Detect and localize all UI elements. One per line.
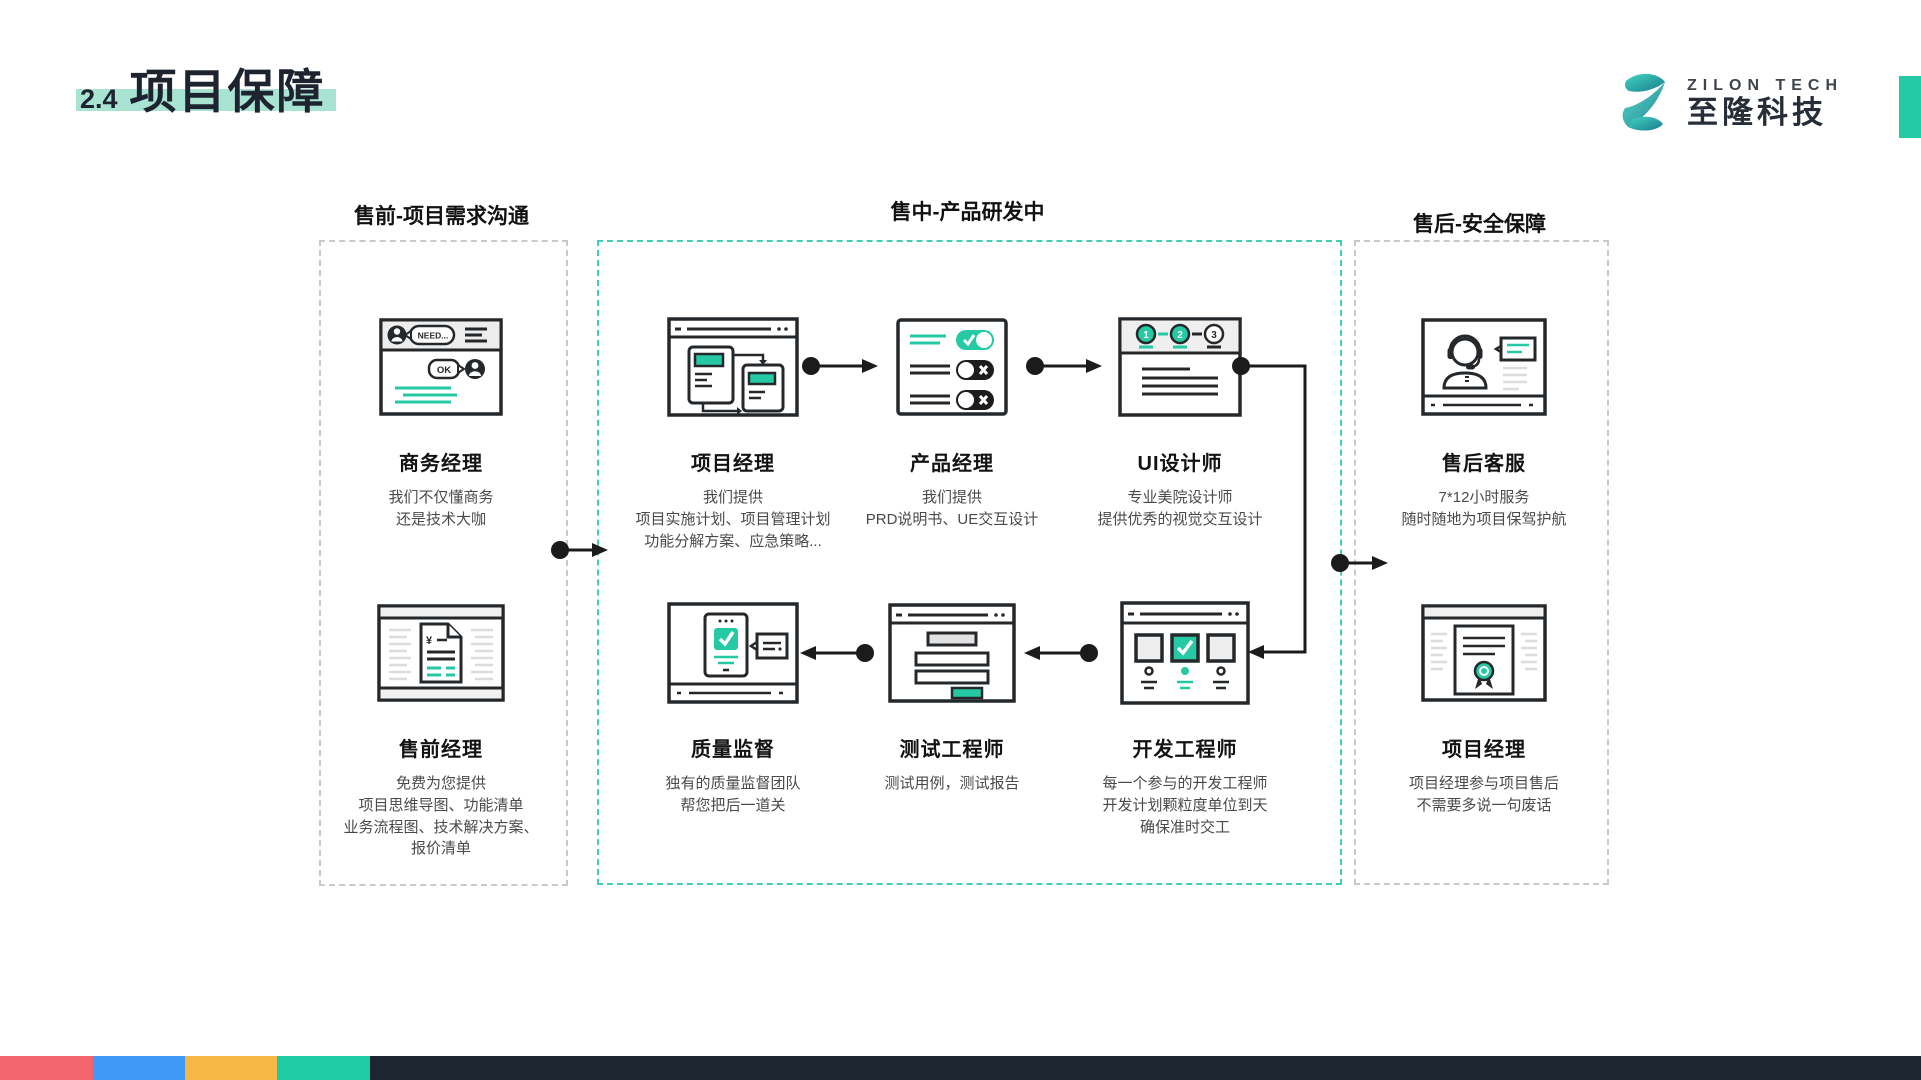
dev-checkbox-icon [1120,601,1250,705]
card-desc: 专业美院设计师 提供优秀的视觉交互设计 [1097,489,1263,528]
svg-text:1: 1 [1143,330,1149,341]
card-aftersale-pm: 项目经理 项目经理参与项目售后 不需要多说一句废话 [1374,603,1594,817]
card-title: 项目经理 [1442,739,1526,761]
card-desc: 我们提供 PRD说明书、UE交互设计 [865,489,1039,528]
card-presale-manager: ¥ 售前经理 免费为您提供 项目思维导图、功能清单 业务流程图、技术解决方案、 … [331,603,551,860]
card-ui-designer: 1 2 3 UI设计师 专业美院设计师 提供优秀的视觉交互设计 [1070,317,1290,531]
card-title: 质量监督 [691,739,775,761]
page-title: 项目保障 [129,65,326,118]
stripe-segment-red [0,1056,93,1080]
stripe-segment-dark [370,1056,1921,1080]
flow-arrow-right-1 [802,357,878,375]
toggle-switches-icon [896,318,1008,416]
presale-dashed-box [319,240,568,886]
flowchart-window-icon [667,317,799,417]
card-title: 产品经理 [910,453,994,475]
svg-text:3: 3 [1211,330,1217,341]
card-aftersale-support: 售后客服 7*12小时服务 随时随地为项目保驾护航 [1374,317,1594,531]
card-title: 售后客服 [1442,453,1526,475]
stripe-segment-blue [93,1056,185,1080]
card-dev-engineer: 开发工程师 每一个参与的开发工程师 开发计划颗粒度单位到天 确保准时交工 [1070,601,1300,838]
card-desc: 我们提供 项目实施计划、项目管理计划 功能分解方案、应急策略... [635,489,831,550]
invoice-document-icon: ¥ [377,604,505,702]
title-highlight-bar [76,89,336,111]
chat-need-ok-icon: NEED... OK [379,318,503,416]
card-business-manager: NEED... OK 商务经理 我们不仅懂商务 还是技术大咖 [331,317,551,531]
card-title: UI设计师 [1137,453,1223,475]
card-title: 测试工程师 [899,739,1005,761]
card-title: 开发工程师 [1132,739,1238,761]
card-desc: 测试用例，测试报告 [884,775,1020,792]
flow-arrow-right-2 [1026,357,1102,375]
form-window-icon [888,603,1016,703]
section-header-aftersale: 售后-安全保障 [1413,213,1546,236]
card-desc: 每一个参与的开发工程师 开发计划颗粒度单位到天 确保准时交工 [1102,775,1268,836]
svg-text:NEED...: NEED... [418,331,449,341]
card-quality-supervision: 质量监督 独有的质量监督团队 帮您把后一道关 [623,602,843,817]
card-test-engineer: 测试工程师 测试用例，测试报告 [842,603,1062,795]
logo-name-en: ZILON TECH [1687,76,1843,94]
footer-color-stripe [0,1056,1921,1080]
card-title: 售前经理 [399,739,483,761]
flow-arrow-left-2 [1024,644,1098,662]
logo-text-block: ZILON TECH 至隆科技 [1687,77,1843,131]
card-desc: 独有的质量监督团队 帮您把后一道关 [665,775,801,814]
headset-support-icon [1421,318,1547,416]
section-number: 2.4 [80,84,118,114]
edge-accent-tab [1899,76,1921,138]
company-logo: ZILON TECH 至隆科技 [1617,70,1843,138]
logo-name-zh: 至隆科技 [1687,95,1827,131]
card-desc: 我们不仅懂商务 还是技术大咖 [388,489,494,528]
steps-window-icon: 1 2 3 [1118,317,1242,417]
slide-title-block: 2.4 项目保障 [76,65,336,118]
certificate-icon [1421,604,1547,702]
phone-check-icon [667,602,799,704]
section-header-midsale: 售中-产品研发中 [890,201,1045,224]
flow-arrow-left-1 [800,644,874,662]
svg-text:¥: ¥ [426,635,433,647]
card-project-manager: 项目经理 我们提供 项目实施计划、项目管理计划 功能分解方案、应急策略... [623,317,843,552]
stripe-segment-orange [185,1056,277,1080]
card-title: 项目经理 [691,453,775,475]
card-desc: 免费为您提供 项目思维导图、功能清单 业务流程图、技术解决方案、 报价清单 [343,775,539,858]
section-arrow-mid-to-aftersale [1331,554,1388,572]
flow-connector-down-left [1232,357,1307,659]
svg-text:OK: OK [437,365,451,376]
stripe-segment-teal [277,1056,370,1080]
card-title: 商务经理 [399,453,483,475]
card-product-manager: 产品经理 我们提供 PRD说明书、UE交互设计 [842,317,1062,531]
card-desc: 项目经理参与项目售后 不需要多说一句废话 [1408,775,1559,814]
zilon-logo-icon [1622,73,1665,131]
section-arrow-presale-to-mid [551,541,608,559]
svg-text:2: 2 [1177,330,1183,341]
section-header-presale: 售前-项目需求沟通 [354,205,529,228]
card-desc: 7*12小时服务 随时随地为项目保驾护航 [1401,489,1567,528]
